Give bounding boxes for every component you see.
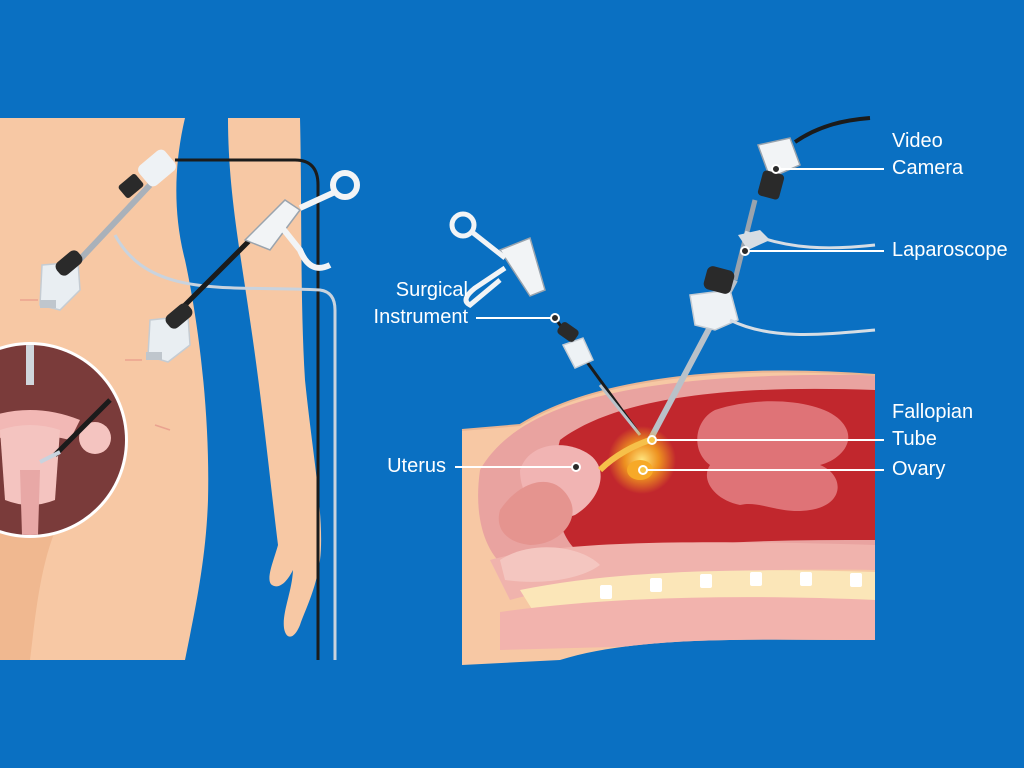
arm — [228, 118, 322, 637]
inset-uterus-view — [0, 342, 128, 538]
camera-cable — [175, 158, 320, 660]
label-ovary: Ovary — [892, 458, 946, 480]
cross-section-panel — [449, 116, 884, 665]
body-panel — [0, 118, 360, 660]
light-cable — [113, 234, 337, 660]
label-fallopian-tube: Fallopian Tube — [892, 399, 973, 453]
intestines — [697, 401, 849, 512]
laparoscope — [647, 199, 876, 442]
laparoscope-port-left — [39, 149, 176, 311]
laparoscope-light-glow — [608, 426, 676, 494]
surgical-instrument — [449, 211, 642, 436]
label-uterus: Uterus — [387, 455, 446, 477]
fallopian-tube — [597, 437, 651, 473]
label-fallopian-tube-line1: Fallopian — [892, 401, 974, 423]
label-video-camera-line1: Video — [892, 130, 943, 152]
label-fallopian-tube-line2: Tube — [892, 428, 937, 450]
leader-lines — [455, 168, 884, 471]
label-video-camera-line2: Camera — [892, 157, 964, 179]
label-surgical-instrument-line2: Instrument — [373, 306, 468, 328]
video-camera — [757, 116, 871, 200]
light-cable-right — [744, 230, 876, 250]
instrument-port-left — [146, 170, 360, 363]
label-video-camera: Video Camera — [892, 128, 963, 182]
label-surgical-instrument: Surgical Instrument — [350, 277, 468, 331]
label-laparoscope: Laparoscope — [892, 239, 1008, 261]
label-surgical-instrument-line1: Surgical — [395, 279, 468, 301]
camera-cable-right — [793, 116, 871, 144]
